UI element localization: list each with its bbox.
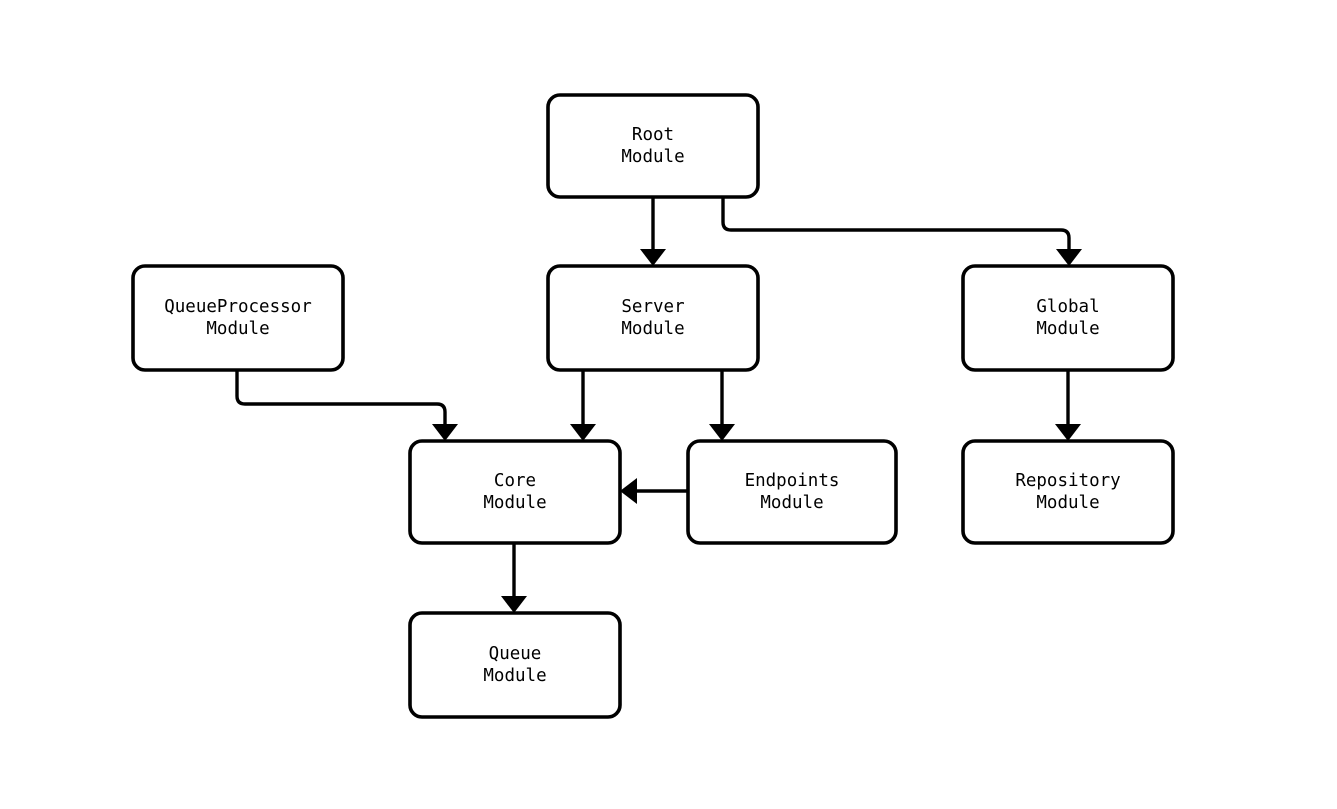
node-box[interactable] <box>546 264 760 372</box>
node-label-line1: Repository <box>1015 471 1120 491</box>
node-label-line2: Module <box>760 493 823 513</box>
edge-root-to-global <box>721 197 1082 266</box>
edge-line <box>235 370 447 427</box>
node-label-line1: Global <box>1036 297 1099 317</box>
node-label-line1: Endpoints <box>745 471 840 491</box>
edge-server-to-endpoints <box>709 370 735 441</box>
arrowhead-icon <box>1056 249 1082 266</box>
node-label-line1: Root <box>632 125 674 145</box>
edge-endpoints-to-core <box>620 478 688 504</box>
node-label-line1: Core <box>494 471 536 491</box>
edge-global-to-repository <box>1055 370 1081 441</box>
nodes-layer: RootModuleQueueProcessorModuleServerModu… <box>131 93 1175 719</box>
arrowhead-icon <box>570 424 596 441</box>
arrowhead-icon <box>640 249 666 266</box>
edge-server-to-core <box>570 370 596 441</box>
arrowhead-icon <box>620 478 637 504</box>
node-label-line2: Module <box>206 319 269 339</box>
node-label-line1: Queue <box>489 644 542 664</box>
node-box[interactable] <box>686 439 898 545</box>
edge-queueprocessor-to-core <box>235 370 458 441</box>
node-label-line2: Module <box>621 147 684 167</box>
node-label-line2: Module <box>483 666 546 686</box>
node-label-line1: Server <box>621 297 684 317</box>
edges-layer <box>235 197 1082 613</box>
arrowhead-icon <box>432 424 458 441</box>
node-label-line2: Module <box>621 319 684 339</box>
node-box[interactable] <box>131 264 345 372</box>
node-box[interactable] <box>408 611 622 719</box>
node-box[interactable] <box>961 439 1175 545</box>
node-box[interactable] <box>961 264 1175 372</box>
edge-root-to-server <box>640 197 666 266</box>
node-label-line2: Module <box>483 493 546 513</box>
node-label-line2: Module <box>1036 493 1099 513</box>
edge-core-to-queue <box>501 543 527 613</box>
edge-line <box>721 197 1071 252</box>
arrowhead-icon <box>501 596 527 613</box>
node-box[interactable] <box>546 93 760 199</box>
node-label-line2: Module <box>1036 319 1099 339</box>
arrowhead-icon <box>1055 424 1081 441</box>
node-box[interactable] <box>408 439 622 545</box>
arrowhead-icon <box>709 424 735 441</box>
node-label-line1: QueueProcessor <box>164 297 312 317</box>
